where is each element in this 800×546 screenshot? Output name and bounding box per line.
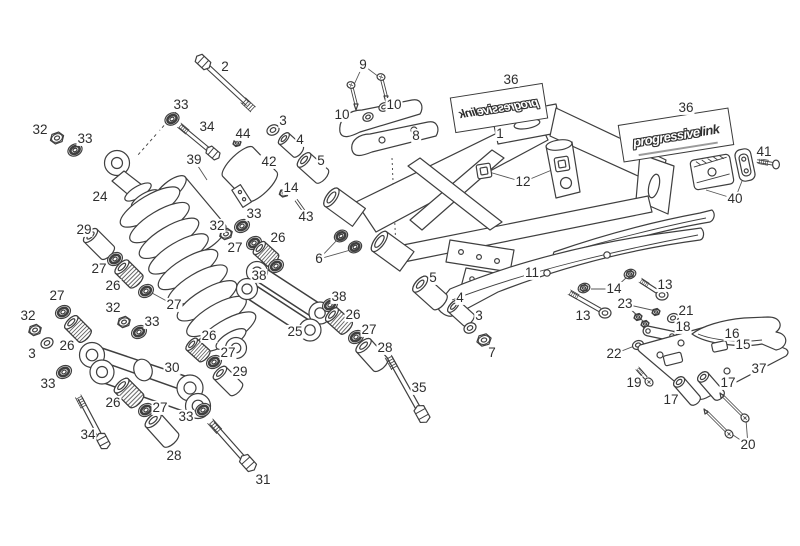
slider-screw	[375, 72, 389, 103]
bolt-31	[207, 418, 260, 475]
coil-spring	[119, 186, 257, 353]
decal-word-link: link	[698, 120, 721, 139]
bolt-13	[638, 277, 669, 301]
bolt-13	[567, 289, 612, 319]
tensioner-plate-40	[734, 148, 756, 182]
screw-20	[703, 408, 736, 441]
swingarm-pivot-tube-lower	[370, 230, 415, 272]
spacer-29	[210, 363, 246, 399]
tensioner-pad-40	[689, 153, 735, 191]
nut-23	[650, 307, 662, 317]
decal-text: progressivelink	[459, 95, 540, 121]
bushing-4	[276, 130, 306, 160]
washer-3	[264, 122, 282, 138]
bolt-34	[176, 122, 223, 162]
screw-41	[756, 158, 780, 170]
decal-word-link: link	[458, 104, 479, 122]
rubber-stop	[475, 162, 493, 180]
nut-32	[26, 322, 44, 338]
nut-7	[474, 332, 494, 348]
bearing-26	[61, 312, 95, 346]
bolt-34	[74, 394, 113, 452]
swingarm-pivot-tube-upper	[323, 187, 367, 227]
pivot-bolt	[192, 51, 256, 113]
reservoir-clamp	[221, 145, 279, 208]
seal-33	[161, 109, 183, 129]
seal-27	[134, 280, 158, 302]
rubber-stop	[553, 155, 571, 173]
seal-33	[64, 140, 86, 160]
nut-44	[231, 138, 243, 148]
screw-20	[719, 392, 752, 425]
slider-screw	[345, 80, 359, 111]
seal-33	[127, 321, 151, 343]
connecting-rods	[235, 260, 332, 342]
nut-32	[115, 314, 133, 330]
spacer-5	[294, 149, 332, 187]
decal-word-progressive: progressive	[476, 94, 540, 119]
bolt-19	[635, 366, 656, 389]
nut-14	[277, 187, 291, 199]
washer-21	[665, 311, 681, 325]
bolt-35	[384, 353, 433, 426]
seal-33	[53, 361, 75, 383]
screw-43	[294, 199, 315, 224]
washer-3	[38, 335, 56, 351]
seal-6	[345, 237, 365, 257]
seal-33	[230, 215, 254, 237]
nut-32	[48, 130, 66, 146]
